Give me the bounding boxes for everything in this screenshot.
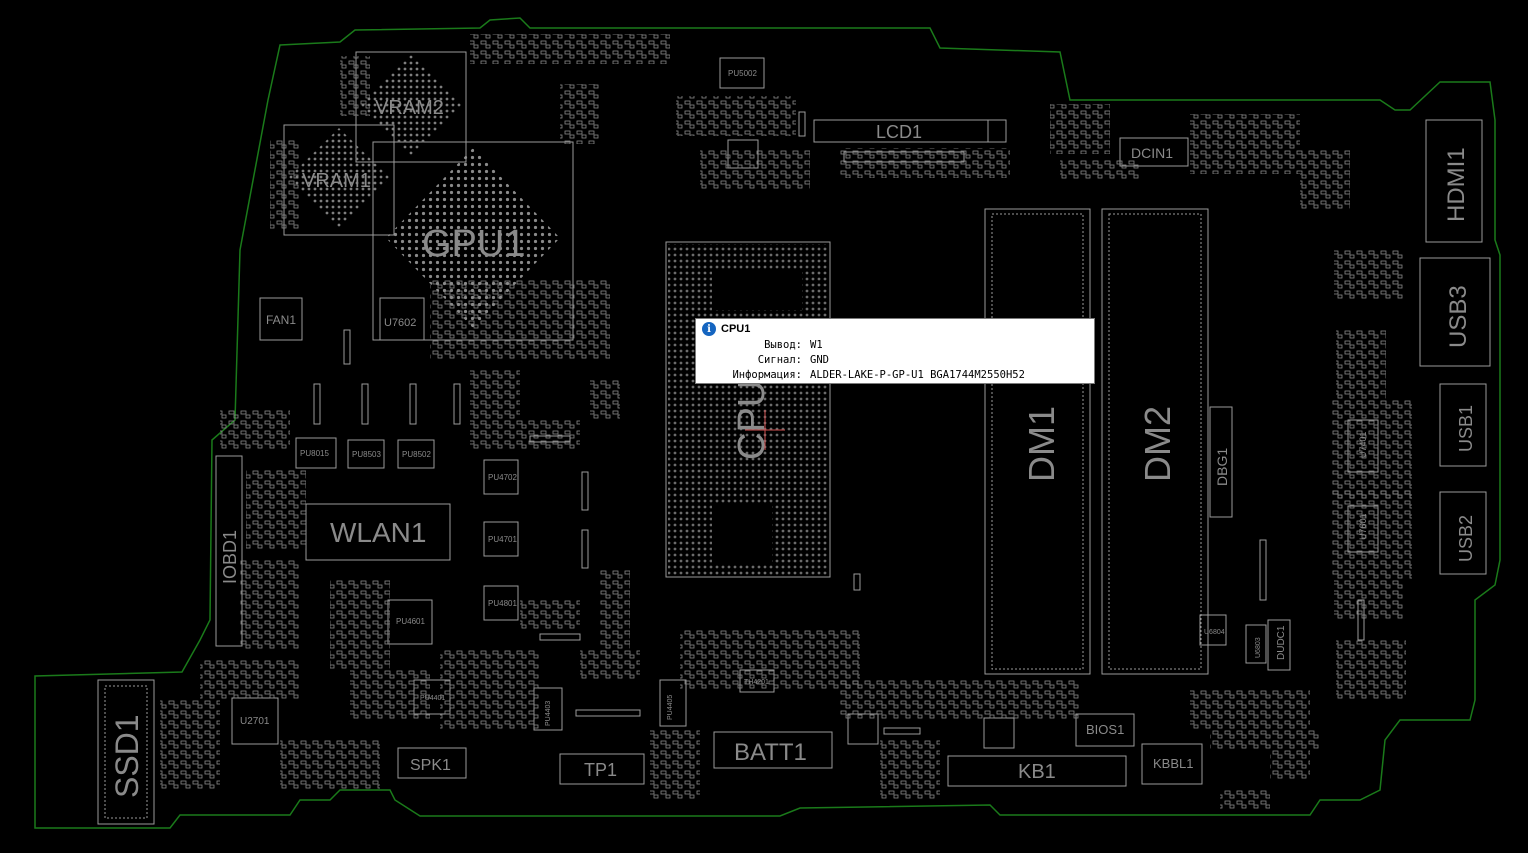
cpu-package[interactable] xyxy=(665,241,831,578)
cpu-die-gap xyxy=(712,505,772,565)
label-fan1: FAN1 xyxy=(266,313,296,327)
ssd1-pins xyxy=(104,685,148,819)
label-kbbl1: KBBL1 xyxy=(1153,756,1193,771)
label-wlan1: WLAN1 xyxy=(330,517,426,548)
label-pu4801: PU4801 xyxy=(488,599,517,608)
board-outline xyxy=(34,17,1501,829)
label-u7602: U7602 xyxy=(384,317,416,329)
pu4405-chip[interactable] xyxy=(659,679,687,727)
kb1-connector[interactable] xyxy=(947,755,1127,787)
usb3-connector[interactable] xyxy=(1419,257,1491,367)
pu8015-chip[interactable] xyxy=(295,437,337,469)
fan1-connector[interactable] xyxy=(259,297,303,341)
vram1-ball-grid xyxy=(288,128,390,228)
tooltip-key: Вывод: xyxy=(764,339,802,351)
label-pu8015: PU8015 xyxy=(300,449,329,458)
label-usb1: USB1 xyxy=(1456,405,1476,452)
label-spk1: SPK1 xyxy=(410,757,451,774)
label-pu4702: PU4702 xyxy=(488,473,517,482)
label-dm2: DM2 xyxy=(1137,406,1178,482)
u6803-chip[interactable] xyxy=(1245,624,1267,664)
dcin1-connector[interactable] xyxy=(1119,137,1189,167)
label-batt1: BATT1 xyxy=(734,739,807,766)
pu4702-chip[interactable] xyxy=(483,459,519,495)
label-pu4405: PU4405 xyxy=(667,695,674,720)
lcd1-latch xyxy=(987,119,1007,143)
label-dcin1: DCIN1 xyxy=(1131,145,1173,161)
batt1-connector[interactable] xyxy=(713,731,833,769)
tooltip-row-pin: Вывод: W1 xyxy=(696,339,1096,351)
tooltip-row-info: Информация: ALDER-LAKE-P-GP-U1 BGA1744M2… xyxy=(696,369,1096,381)
label-pu4601: PU4601 xyxy=(396,617,425,626)
tooltip-header: i CPU1 xyxy=(702,322,750,336)
label-u6804: U6804 xyxy=(1204,629,1225,636)
label-vram1: VRAM1 xyxy=(302,170,371,192)
u6804-chip[interactable] xyxy=(1199,614,1227,646)
iobd1-connector[interactable] xyxy=(215,455,243,647)
dm2-pins xyxy=(1108,213,1202,670)
label-gpu1: GPU1 xyxy=(422,223,525,265)
pu8502-chip[interactable] xyxy=(397,439,435,469)
label-ssd1: SSD1 xyxy=(109,714,145,798)
hdmi1-connector[interactable] xyxy=(1425,119,1483,243)
label-kb1: KB1 xyxy=(1018,761,1056,783)
pu4801-chip[interactable] xyxy=(483,585,519,621)
tooltip-title: CPU1 xyxy=(721,323,751,335)
label-cpu: CPU xyxy=(731,380,773,460)
label-bios1: BIOS1 xyxy=(1086,722,1124,737)
cpu-die-gap-top xyxy=(712,270,802,310)
tooltip-value: ALDER-LAKE-P-GP-U1 BGA1744M2550H52 xyxy=(810,369,1025,381)
label-dudc1: DUDC1 xyxy=(1276,625,1287,660)
tooltip-value: GND xyxy=(810,354,829,366)
tooltip-key: Сигнал: xyxy=(757,354,802,366)
dm1-slot[interactable] xyxy=(984,208,1091,675)
label-vram2: VRAM2 xyxy=(375,97,444,119)
usb1-connector[interactable] xyxy=(1439,383,1487,467)
smd-clusters xyxy=(160,34,1412,810)
dbg1-connector[interactable] xyxy=(1209,406,1233,518)
label-lcd1: LCD1 xyxy=(876,122,922,142)
dm1-pins xyxy=(991,213,1084,670)
label-usb2: USB2 xyxy=(1456,515,1476,562)
label-u2701: U2701 xyxy=(240,716,270,727)
u7602-chip[interactable] xyxy=(379,297,425,341)
label-u7601: U7601 xyxy=(1358,513,1368,540)
label-pu8502: PU8502 xyxy=(402,450,431,459)
usb2-connector[interactable] xyxy=(1439,491,1487,575)
label-dm1: DM1 xyxy=(1021,406,1062,482)
label-th4201: TH4201 xyxy=(744,679,769,686)
label-u7401: U7401 xyxy=(1358,431,1368,458)
tooltip-row-signal: Сигнал: GND xyxy=(696,354,1096,366)
label-usb3: USB3 xyxy=(1445,285,1472,348)
info-icon: i xyxy=(702,322,716,336)
pin-info-tooltip: i CPU1 Вывод: W1 Сигнал: GND Информация:… xyxy=(695,318,1095,384)
bios-near-chip xyxy=(983,717,1015,749)
vram2-ball-grid xyxy=(360,55,462,155)
component-labels: VRAM2 VRAM1 GPU1 LCD1 DCIN1 HDMI1 USB3 U… xyxy=(109,69,1476,798)
kbbl1-connector[interactable] xyxy=(1141,743,1203,785)
label-pu4403: PU4403 xyxy=(545,701,552,726)
label-pu5002: PU5002 xyxy=(728,69,757,78)
label-hdmi1: HDMI1 xyxy=(1443,147,1470,222)
ssd1-slot[interactable] xyxy=(97,679,155,825)
pu4701-chip[interactable] xyxy=(483,521,519,557)
vertical-strips xyxy=(313,111,1365,735)
tooltip-key: Информация: xyxy=(732,369,802,381)
label-pu4701: PU4701 xyxy=(488,535,517,544)
tooltip-value: W1 xyxy=(810,339,823,351)
label-pu8503: PU8503 xyxy=(352,450,381,459)
label-pu4401: PU4401 xyxy=(420,695,445,702)
pu5002-chip[interactable] xyxy=(719,57,765,89)
dudc1-connector[interactable] xyxy=(1267,619,1291,671)
label-dbg1: DBG1 xyxy=(1214,448,1230,486)
tp1-connector[interactable] xyxy=(559,753,645,785)
dm2-slot[interactable] xyxy=(1101,208,1209,675)
pu8503-chip[interactable] xyxy=(347,439,385,469)
bios1-chip[interactable] xyxy=(1075,713,1135,747)
label-u6803: U6803 xyxy=(1255,637,1262,658)
label-tp1: TP1 xyxy=(584,760,617,780)
spk1-connector[interactable] xyxy=(397,747,467,779)
label-iobd1: IOBD1 xyxy=(220,530,240,584)
